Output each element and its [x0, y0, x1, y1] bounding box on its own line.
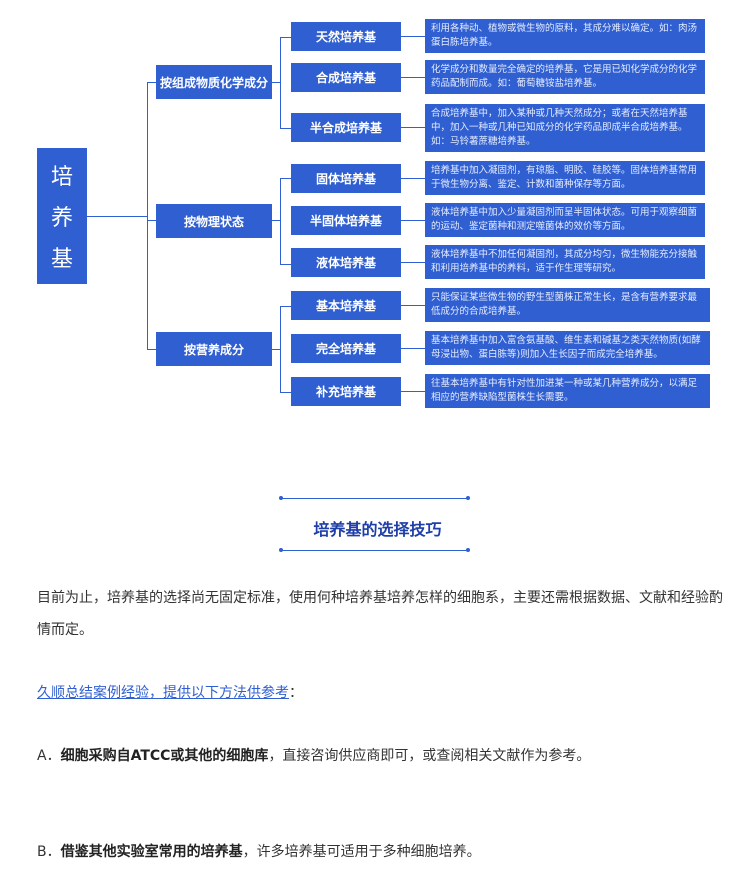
connector	[147, 82, 148, 349]
desc-semi-solid-medium: 液体培养基中加入少量凝固剂而呈半固体状态。可用于观察细菌的运动、鉴定菌种和测定噬…	[425, 203, 705, 237]
connector	[401, 391, 425, 392]
item-a-paragraph: A．细胞采购自ATCC或其他的细胞库，直接咨询供应商即可，或查阅相关文献作为参考…	[37, 740, 727, 772]
connector	[401, 262, 425, 263]
item-synthetic-medium: 合成培养基	[291, 63, 401, 92]
section-title: 培养基的选择技巧	[313, 520, 442, 539]
connector	[401, 348, 425, 349]
divider-dot	[466, 496, 470, 500]
group-nutrition: 按营养成分	[156, 332, 272, 366]
root-char: 基	[50, 247, 73, 273]
desc-supplemented-medium: 往基本培养基中有针对性加进某一种或某几种营养成分，以满足相应的营养缺陷型菌株生长…	[425, 374, 710, 408]
desc-liquid-medium: 液体培养基中不加任何凝固剂，其成分均匀，微生物能充分接触和利用培养基中的养料，适…	[425, 245, 705, 279]
root-node: 培 养 基	[37, 148, 87, 284]
item-b-bold: 借鉴其他实验室常用的培养基	[60, 844, 243, 860]
intro-paragraph: 目前为止，培养基的选择尚无固定标准，使用何种培养基培养怎样的细胞系，主要还需根据…	[37, 590, 723, 638]
reference-line: 久顺总结案例经验，提供以下方法供参考：	[37, 677, 727, 709]
culture-medium-diagram: 培 养 基 按组成物质化学成分 天然培养基 利用各种动、植物或微生物的原料，其成…	[0, 0, 755, 420]
connector	[147, 349, 156, 350]
item-liquid-medium: 液体培养基	[291, 248, 401, 277]
connector-bracket	[280, 178, 291, 265]
connector	[401, 77, 425, 78]
connector	[401, 305, 425, 306]
divider-dot	[279, 548, 283, 552]
group-physical-state: 按物理状态	[156, 204, 272, 238]
connector	[401, 220, 425, 221]
connector	[272, 349, 280, 350]
reference-colon: ：	[289, 685, 303, 701]
item-a-rest: ，直接咨询供应商即可，或查阅相关文献作为参考。	[268, 748, 591, 764]
connector	[401, 36, 425, 37]
root-char: 培	[50, 164, 73, 190]
item-semi-solid-medium: 半固体培养基	[291, 206, 401, 235]
item-semi-synthetic-medium: 半合成培养基	[291, 113, 401, 142]
divider-top	[281, 498, 469, 499]
item-b-rest: ，许多培养基可适用于多种细胞培养。	[242, 844, 481, 860]
root-char: 养	[50, 205, 73, 231]
item-minimal-medium: 基本培养基	[291, 291, 401, 320]
connector-bracket	[280, 37, 291, 129]
group-chemical: 按组成物质化学成分	[156, 65, 272, 99]
connector	[147, 220, 156, 221]
connector	[272, 82, 280, 83]
divider-dot	[466, 548, 470, 552]
desc-synthetic-medium: 化学成分和数量完全确定的培养基，它是用已知化学成分的化学药品配制而成。如：葡萄糖…	[425, 60, 705, 94]
item-natural-medium: 天然培养基	[291, 22, 401, 51]
connector	[401, 127, 425, 128]
desc-complete-medium: 基本培养基中加入富含氨基酸、维生素和碱基之类天然物质(如酵母浸出物、蛋白胨等)则…	[425, 331, 710, 365]
divider-bottom	[281, 550, 469, 551]
desc-natural-medium: 利用各种动、植物或微生物的原料，其成分难以确定。如：肉汤蛋白胨培养基。	[425, 19, 705, 53]
desc-solid-medium: 培养基中加入凝固剂，有琼脂、明胶、硅胶等。固体培养基常用于微生物分离、鉴定、计数…	[425, 161, 705, 195]
item-complete-medium: 完全培养基	[291, 334, 401, 363]
item-supplemented-medium: 补充培养基	[291, 377, 401, 406]
desc-minimal-medium: 只能保证某些微生物的野生型菌株正常生长，是含有营养要求最低成分的合成培养基。	[425, 288, 710, 322]
item-solid-medium: 固体培养基	[291, 164, 401, 193]
connector-bracket	[280, 306, 291, 393]
item-b-prefix: B．	[37, 844, 61, 860]
connector	[272, 220, 280, 221]
connector	[87, 216, 147, 217]
reference-link[interactable]: 久顺总结案例经验，提供以下方法供参考	[37, 685, 289, 701]
item-a-prefix: A．	[37, 748, 61, 764]
item-b-paragraph: B．借鉴其他实验室常用的培养基，许多培养基可适用于多种细胞培养。	[37, 836, 727, 868]
desc-semi-synthetic-medium: 合成培养基中，加入某种或几种天然成分；或者在天然培养基中，加入一种或几种已知成分…	[425, 104, 705, 152]
connector	[401, 178, 425, 179]
connector	[147, 82, 156, 83]
divider-dot	[279, 496, 283, 500]
item-a-bold: 细胞采购自ATCC或其他的细胞库	[60, 748, 269, 764]
